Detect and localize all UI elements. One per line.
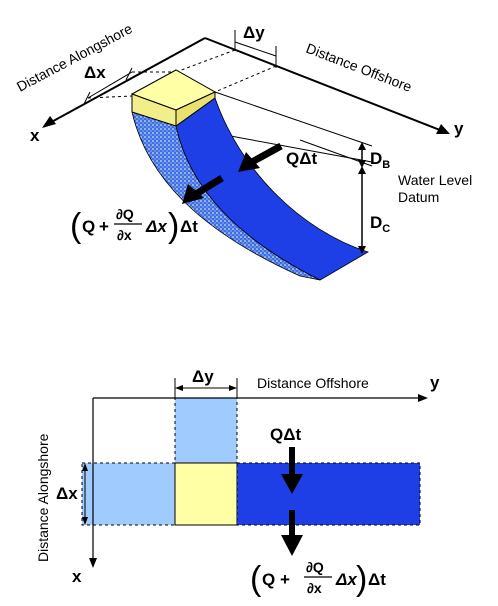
bottom-eq-dxvar: Δx — [335, 570, 358, 589]
top-axis-x-label: x — [30, 126, 40, 145]
top-construction-dashes — [87, 49, 277, 99]
top-x-axis-arrowhead — [42, 116, 56, 128]
top-db-arrowhead-up — [358, 142, 366, 150]
top-flux-in-arrow-shaft — [250, 142, 283, 166]
top-water-level-label-1: Water Level — [398, 172, 472, 188]
top-db-arrowhead-down — [358, 160, 366, 168]
top-delta-x-label: Δx — [84, 63, 106, 82]
bottom-y-axis-arrowhead — [418, 394, 428, 402]
top-3d-diagram: x y Distance Alongshore Distance Offshor… — [14, 20, 472, 281]
top-flux-out-arrow-shaft — [194, 175, 224, 197]
bottom-eq-dx: ∂x — [307, 580, 322, 596]
top-delta-y-label: Δy — [243, 23, 265, 42]
bottom-plan-diagram: y x Distance Offshore Distance Alongshor… — [35, 367, 440, 598]
top-eq-dQ: ∂Q — [116, 206, 134, 222]
bottom-flux-in-arrowhead — [281, 474, 303, 494]
top-eq-dt: Δt — [180, 217, 198, 236]
bottom-flux-out-arrowhead — [281, 535, 303, 556]
bottom-dx-arrowhead-top — [82, 463, 88, 471]
top-dc-label: DC — [370, 213, 390, 235]
top-eq-Q: Q — [82, 217, 95, 236]
top-eq-dx: ∂x — [117, 227, 132, 243]
bottom-axis-x-label: x — [72, 567, 82, 586]
top-axis-y-label: y — [454, 119, 464, 138]
top-eq-close-paren: ) — [168, 207, 179, 245]
top-shore-line-upper — [214, 91, 373, 147]
bottom-eq-close-paren: ) — [356, 560, 367, 598]
bottom-cell-offshore-strip — [236, 462, 421, 526]
bottom-axis-y-label: y — [430, 373, 440, 392]
top-label-offshore: Distance Offshore — [304, 40, 414, 95]
top-cell-cube-side — [175, 91, 216, 127]
bottom-eq-plus: + — [280, 570, 290, 589]
top-eq-plus: + — [99, 217, 109, 236]
bottom-flux-in-label: QΔt — [270, 425, 301, 444]
bottom-eq-dQ: ∂Q — [306, 559, 324, 575]
top-dx-tick-a — [83, 91, 91, 105]
bottom-eq-dt: Δt — [368, 570, 386, 589]
top-dy-dimension-line — [234, 41, 277, 57]
bottom-eq-Q: Q — [262, 570, 275, 589]
bottom-eq-open-paren: ( — [250, 560, 262, 598]
bottom-cell-top — [174, 397, 238, 464]
bottom-x-axis-arrowhead — [89, 558, 97, 568]
top-dc-arrowhead-up — [358, 166, 366, 174]
bottom-delta-y-label: Δy — [192, 367, 214, 386]
bottom-cell-center — [174, 462, 238, 526]
top-label-alongshore: Distance Alongshore — [14, 20, 135, 95]
bottom-label-alongshore: Distance Alongshore — [35, 433, 51, 562]
top-flux-out-equation: ( Q + ∂Q ∂x Δx ) Δt — [70, 206, 198, 245]
top-eq-open-paren: ( — [70, 207, 82, 245]
top-flux-in-arrowhead — [238, 152, 260, 172]
top-flux-in-label: QΔt — [286, 149, 317, 168]
top-dc-arrowhead-down — [358, 246, 366, 254]
top-db-label: DB — [370, 149, 390, 171]
bottom-delta-x-label: Δx — [56, 484, 78, 503]
top-dx-dimension-line — [87, 71, 133, 99]
top-profile-surface — [175, 97, 369, 281]
top-y-axis-arrowhead — [436, 124, 450, 134]
bottom-dy-arrowhead-left — [175, 385, 183, 391]
bottom-cell-left — [81, 462, 176, 526]
top-eq-dxvar: Δx — [145, 217, 168, 236]
bottom-flux-out-equation: ( Q + ∂Q ∂x Δx ) Δt — [250, 559, 386, 598]
top-x-axis — [45, 37, 206, 126]
bottom-label-offshore: Distance Offshore — [257, 375, 369, 391]
bottom-dx-arrowhead-bottom — [82, 517, 88, 525]
bottom-dy-arrowhead-right — [229, 385, 237, 391]
top-y-axis — [204, 37, 446, 133]
top-water-level-label-2: Datum — [398, 189, 439, 205]
top-flux-out-arrowhead — [182, 184, 204, 204]
